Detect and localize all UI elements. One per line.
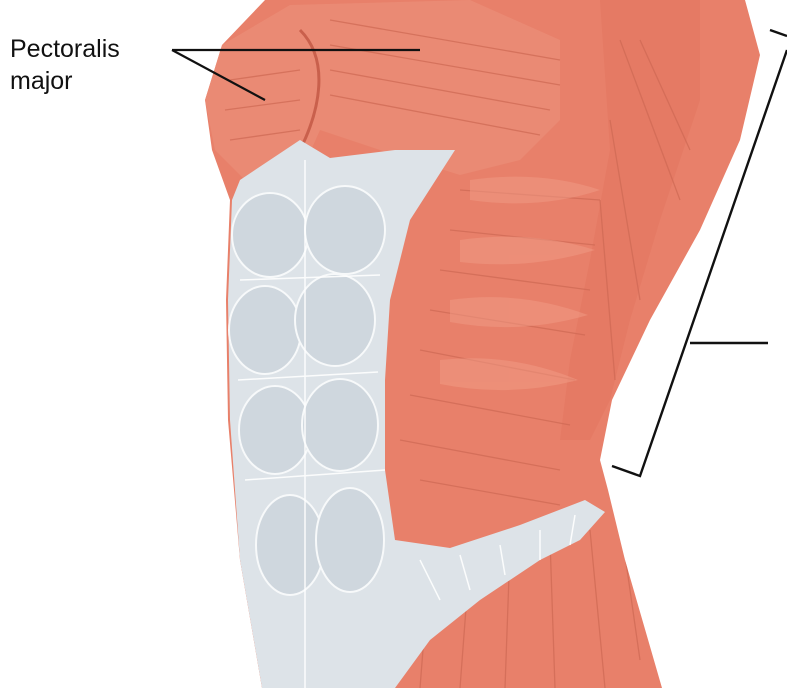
pectoralis-major-label-line-1: Pectoralis — [10, 34, 120, 64]
pectoralis-major-label-line-2: major — [10, 66, 73, 96]
